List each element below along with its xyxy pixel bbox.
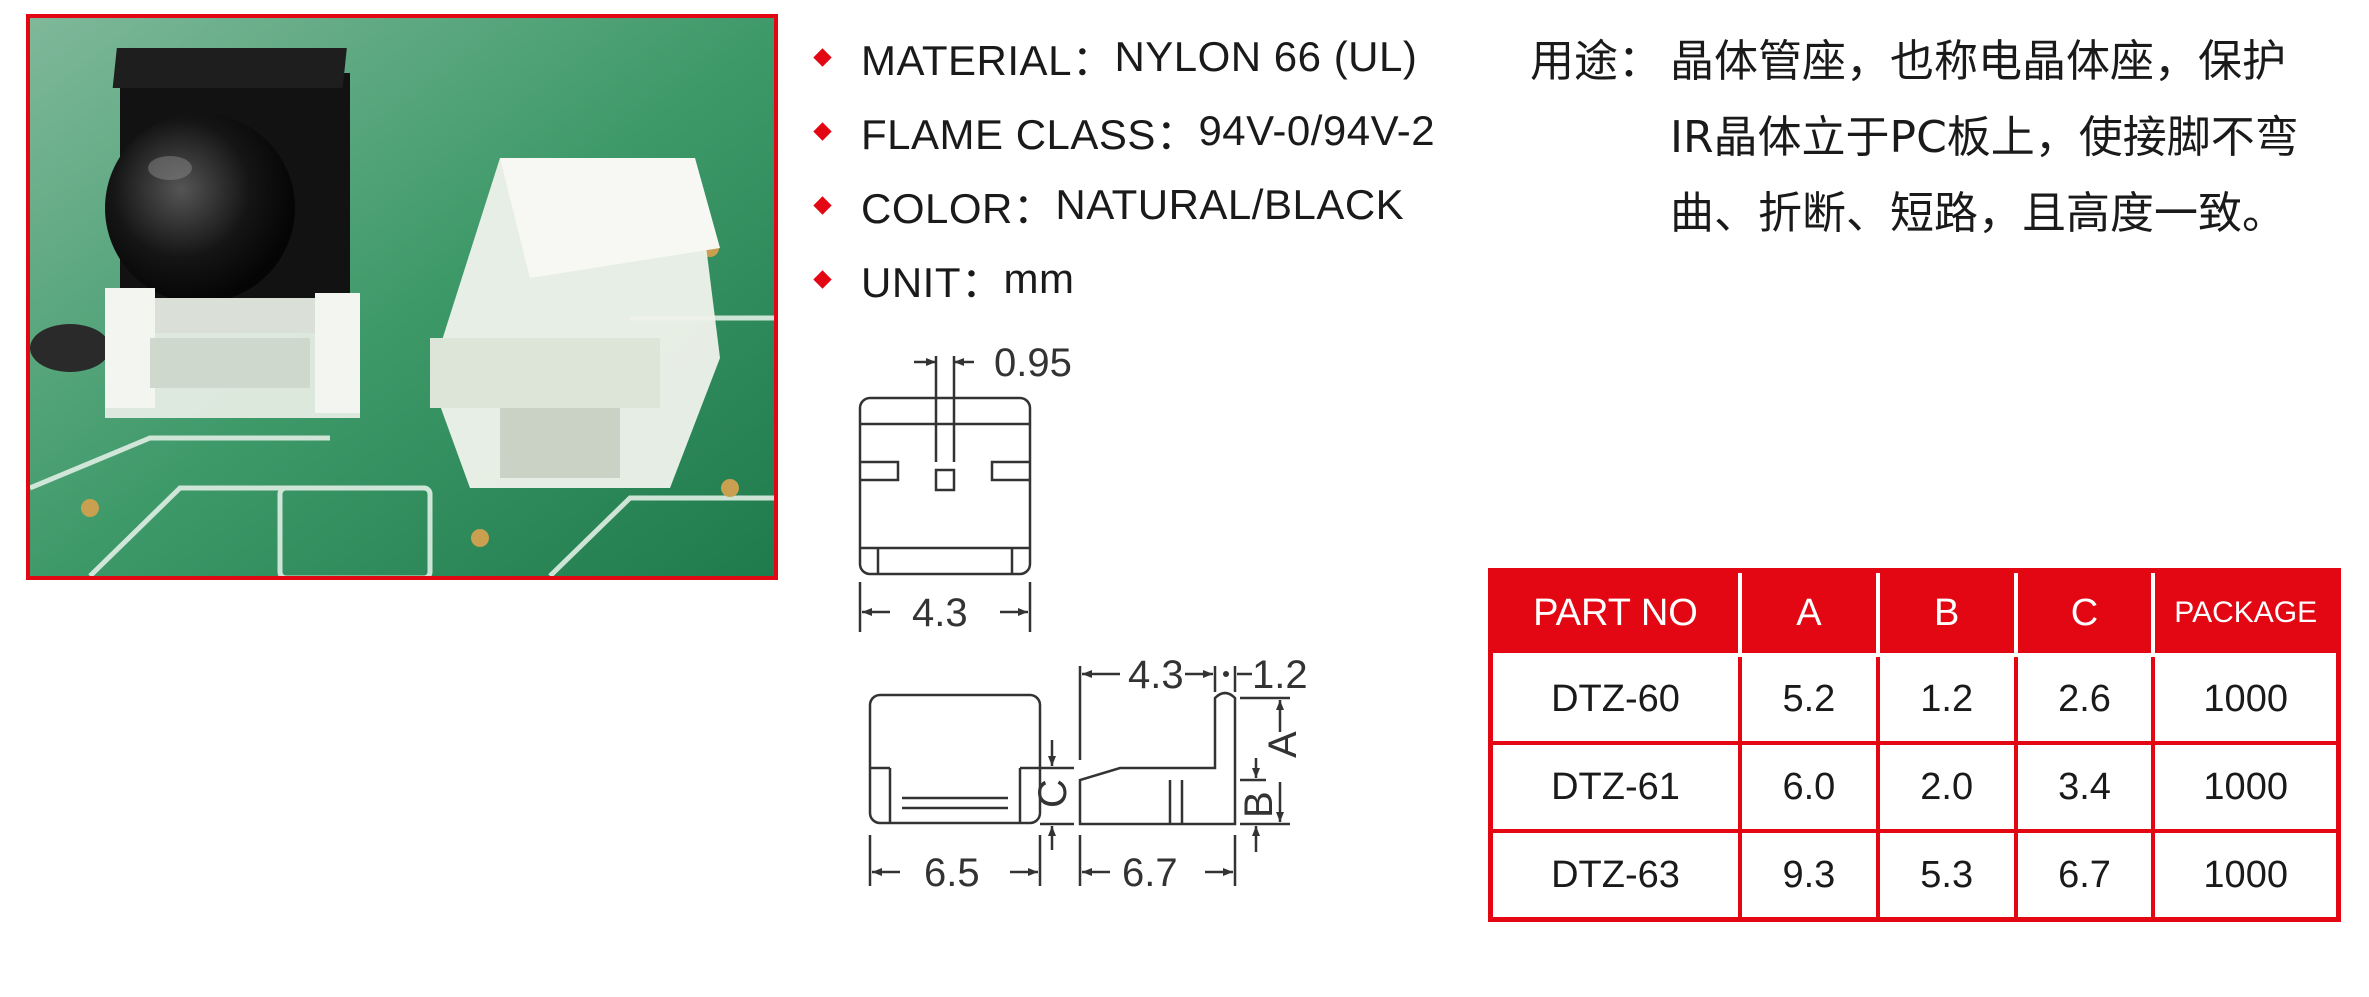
dim-front-width-label: 6.5 — [924, 851, 980, 895]
header-part-no: PART NO — [1488, 568, 1742, 657]
dim-c-label: C — [1031, 779, 1075, 808]
bullet-diamond-icon — [813, 269, 832, 289]
cell-c: 6.7 — [2013, 829, 2156, 922]
spec-value: NYLON 66 (UL) — [1114, 33, 1418, 80]
spec-flame-class: FLAME CLASS：94V-0/94V-2 — [808, 94, 1468, 168]
front-view-drawing — [868, 693, 1042, 886]
spec-label: FLAME CLASS： — [861, 110, 1199, 158]
spec-label: COLOR： — [861, 184, 1056, 232]
spec-material: MATERIAL：NYLON 66 (UL) — [808, 20, 1468, 94]
cell-a: 6.0 — [1737, 741, 1880, 833]
spec-unit: UNIT：mm — [808, 242, 1468, 316]
cell-b: 2.0 — [1875, 741, 2018, 833]
cell-b: 1.2 — [1875, 653, 2018, 745]
cell-c: 2.6 — [2013, 653, 2156, 745]
usage-line: 晶体管座，也称电晶体座，保护 — [1670, 36, 2286, 87]
header-package: PACKAGE — [2151, 568, 2341, 657]
spec-value: 94V-0/94V-2 — [1198, 107, 1436, 154]
cell-part-no: DTZ-63 — [1488, 829, 1742, 922]
usage-line: IR晶体立于PC板上，使接脚不弯 — [1670, 112, 2299, 163]
bullet-diamond-icon — [813, 121, 832, 141]
product-photo — [26, 14, 778, 580]
spec-list: MATERIAL：NYLON 66 (UL) FLAME CLASS：94V-0… — [808, 20, 1468, 316]
cell-package: 1000 — [2151, 741, 2341, 833]
dim-a-label: A — [1261, 731, 1305, 758]
spec-value: mm — [1003, 255, 1075, 302]
cell-part-no: DTZ-61 — [1488, 741, 1742, 833]
usage-label: 用途： — [1530, 36, 1662, 87]
table-row: DTZ-61 6.0 2.0 3.4 1000 — [1488, 741, 2341, 833]
cell-a: 5.2 — [1737, 653, 1880, 745]
usage-text: 晶体管座，也称电晶体座，保护 IR晶体立于PC板上，使接脚不弯 曲、折断、短路，… — [1670, 24, 2310, 252]
table-header-row: PART NO A B C PACKAGE — [1488, 568, 2341, 657]
spec-value: NATURAL/BLACK — [1055, 181, 1405, 228]
cell-b: 5.3 — [1875, 829, 2018, 922]
dimension-drawings: 0.95 4.3 6.5 4.3 1.2 6.7 A B C — [858, 341, 1308, 895]
cell-package: 1000 — [2151, 829, 2341, 922]
cell-package: 1000 — [2151, 653, 2341, 745]
dim-side-wall-label: 1.2 — [1252, 653, 1308, 697]
technical-drawings: 0.95 4.3 6.5 4.3 1.2 6.7 A B C — [840, 320, 1460, 940]
header-b: B — [1875, 568, 2018, 657]
dim-top-width-label: 4.3 — [912, 591, 968, 635]
usage-line: 曲、折断、短路，且高度一致。 — [1670, 188, 2286, 239]
spec-color: COLOR：NATURAL/BLACK — [808, 168, 1468, 242]
header-a: A — [1737, 568, 1880, 657]
cell-a: 9.3 — [1737, 829, 1880, 922]
spec-label: UNIT： — [861, 258, 1004, 306]
dim-gap-label: 0.95 — [994, 341, 1072, 385]
dim-side-length-label: 6.7 — [1122, 851, 1178, 895]
bullet-diamond-icon — [813, 47, 832, 67]
table-row: DTZ-63 9.3 5.3 6.7 1000 — [1488, 829, 2341, 922]
dim-side-depth-label: 4.3 — [1128, 653, 1184, 697]
table-row: DTZ-60 5.2 1.2 2.6 1000 — [1488, 653, 2341, 745]
spec-label: MATERIAL： — [861, 36, 1115, 84]
header-c: C — [2013, 568, 2156, 657]
part-number-table: PART NO A B C PACKAGE DTZ-60 5.2 1.2 2.6… — [1488, 568, 2341, 922]
dim-b-label: B — [1237, 791, 1281, 818]
product-photo-illustration — [30, 18, 774, 576]
bullet-diamond-icon — [813, 195, 832, 215]
cell-c: 3.4 — [2013, 741, 2156, 833]
cell-part-no: DTZ-60 — [1488, 653, 1742, 745]
